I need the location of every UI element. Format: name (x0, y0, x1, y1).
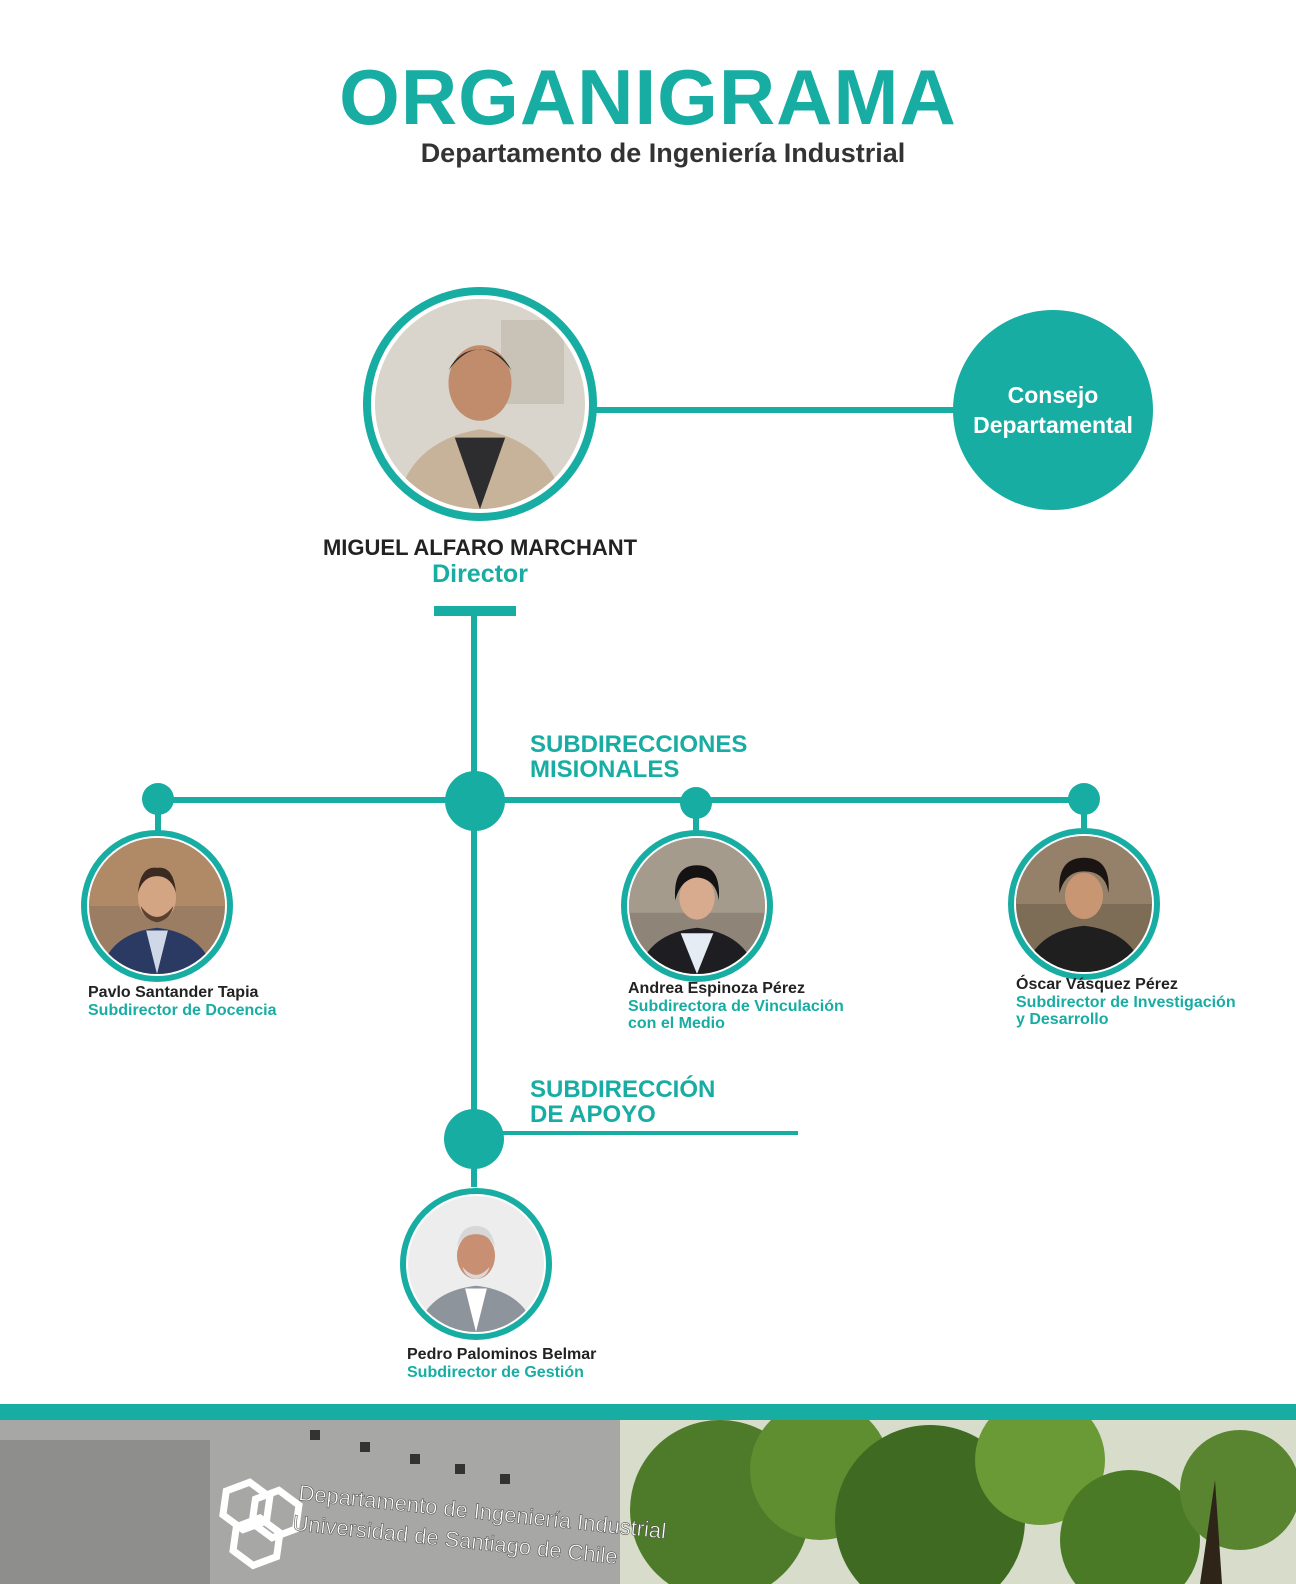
section-label-misionales: SUBDIRECCIONES MISIONALES (530, 731, 748, 783)
person-photo-gestion (400, 1188, 552, 1340)
person-role: Subdirector de Gestión (407, 1364, 584, 1381)
director-council-connector (592, 407, 956, 413)
council-label-line1: Consejo (1007, 382, 1099, 408)
hexagon-logo-icon (219, 1478, 303, 1570)
drop-line-center (693, 812, 699, 832)
person-photo-investigacion (1008, 828, 1160, 980)
person-silhouette-icon (89, 838, 225, 974)
person-photo-docencia (81, 830, 233, 982)
page-subtitle: Departamento de Ingeniería Industrial (420, 138, 906, 168)
drop-line-left (155, 810, 161, 832)
director-name: MIGUEL ALFARO MARCHANT (322, 535, 638, 560)
director-photo (363, 287, 597, 521)
person-photo-vinculacion (621, 830, 773, 982)
director-role: Director (432, 560, 528, 588)
branch-node-left (142, 783, 174, 815)
apoyo-junction-node (444, 1109, 504, 1169)
person-name: Pavlo Santander Tapia (88, 984, 259, 1001)
person-silhouette-icon (408, 1196, 544, 1332)
person-role: Subdirector de Investigación (1016, 994, 1236, 1011)
person-name: Óscar Vásquez Pérez (1016, 976, 1178, 993)
person-silhouette-icon (629, 838, 765, 974)
person-silhouette-icon (375, 299, 585, 509)
person-card-gestion: Pedro Palominos Belmar Subdirector de Ge… (407, 1346, 596, 1381)
misionales-junction-node (445, 771, 505, 831)
person-name: Pedro Palominos Belmar (407, 1346, 597, 1363)
person-card-investigacion: Óscar Vásquez Pérez Subdirector de Inves… (1016, 976, 1236, 1028)
page-title: ORGANIGRAMA (339, 53, 957, 141)
person-silhouette-icon (1016, 836, 1152, 972)
council-node: Consejo Departamental (953, 310, 1153, 510)
person-role: Subdirectora de Vinculación (628, 998, 844, 1015)
section-label-apoyo: SUBDIRECCIÓN DE APOYO (530, 1076, 716, 1128)
main-vertical-connector (471, 612, 477, 1187)
drop-line-right (1081, 810, 1087, 832)
misionales-horizontal-connector (157, 797, 1085, 803)
person-card-docencia: Pavlo Santander Tapia Subdirector de Doc… (88, 984, 277, 1019)
footer-building-image: Departamento de Ingeniería Industrial Un… (0, 1420, 1296, 1584)
apoyo-horizontal-connector (474, 1131, 798, 1135)
person-card-vinculacion: Andrea Espinoza Pérez Subdirectora de Vi… (628, 980, 844, 1032)
person-name: Andrea Espinoza Pérez (628, 980, 805, 997)
person-role: Subdirector de Docencia (88, 1002, 277, 1019)
director-stub-bar (434, 606, 516, 616)
branch-node-right (1068, 783, 1100, 815)
person-role-cont: con el Medio (628, 1015, 725, 1032)
council-label-line2: Departamental (973, 412, 1133, 438)
footer-accent-bar (0, 1404, 1296, 1420)
person-role-cont: y Desarrollo (1016, 1011, 1109, 1028)
